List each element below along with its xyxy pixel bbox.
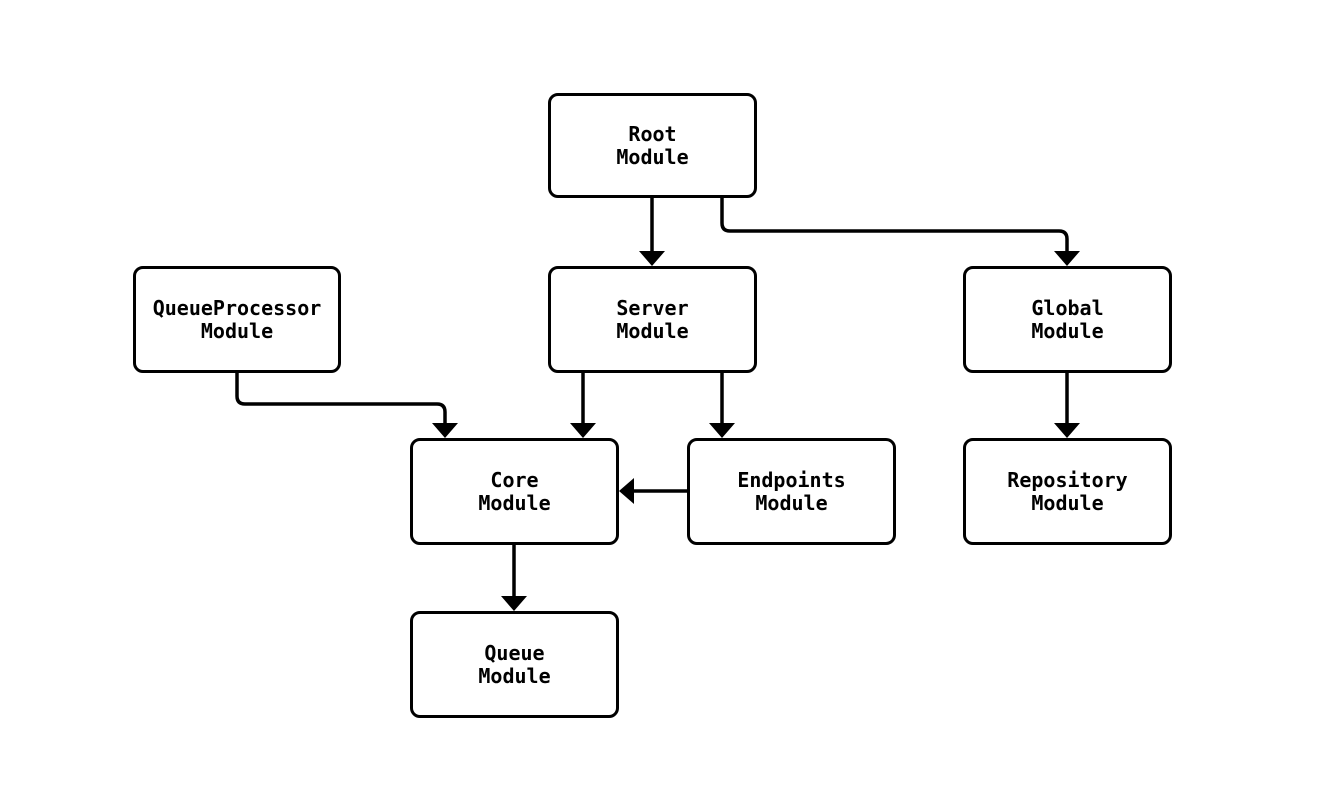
node-server-module: Server Module: [548, 266, 757, 373]
arrowhead-down-icon: [501, 596, 527, 611]
node-label: Endpoints Module: [737, 467, 846, 515]
node-root-module: Root Module: [548, 93, 757, 198]
edge-root-server: [639, 198, 665, 266]
node-label: Root Module: [616, 121, 689, 169]
node-label: Global Module: [1031, 295, 1104, 343]
edge-endpoints-core: [619, 478, 687, 504]
node-queueprocessor-module: QueueProcessor Module: [133, 266, 341, 373]
arrowhead-left-icon: [619, 478, 634, 504]
edge-queueprocessor-core: [235, 373, 458, 438]
edge-server-endpoints: [709, 373, 735, 438]
arrowhead-down-icon: [1054, 423, 1080, 438]
node-label: Repository Module: [1007, 467, 1128, 515]
arrowhead-down-icon: [709, 423, 735, 438]
edge-server-core: [570, 373, 596, 438]
arrowhead-down-icon: [639, 251, 665, 266]
node-repository-module: Repository Module: [963, 438, 1172, 545]
arrowhead-down-icon: [570, 423, 596, 438]
node-label: Core Module: [478, 467, 551, 515]
node-label: QueueProcessor Module: [152, 295, 322, 343]
node-global-module: Global Module: [963, 266, 1172, 373]
node-queue-module: Queue Module: [410, 611, 619, 718]
edge-root-global: [720, 198, 1080, 266]
node-endpoints-module: Endpoints Module: [687, 438, 896, 545]
node-label: Server Module: [616, 295, 689, 343]
arrowhead-down-icon: [432, 423, 458, 438]
arrowhead-down-icon: [1054, 251, 1080, 266]
edge-global-repository: [1054, 373, 1080, 438]
node-label: Queue Module: [478, 640, 551, 688]
edge-core-queue: [501, 545, 527, 611]
node-core-module: Core Module: [410, 438, 619, 545]
